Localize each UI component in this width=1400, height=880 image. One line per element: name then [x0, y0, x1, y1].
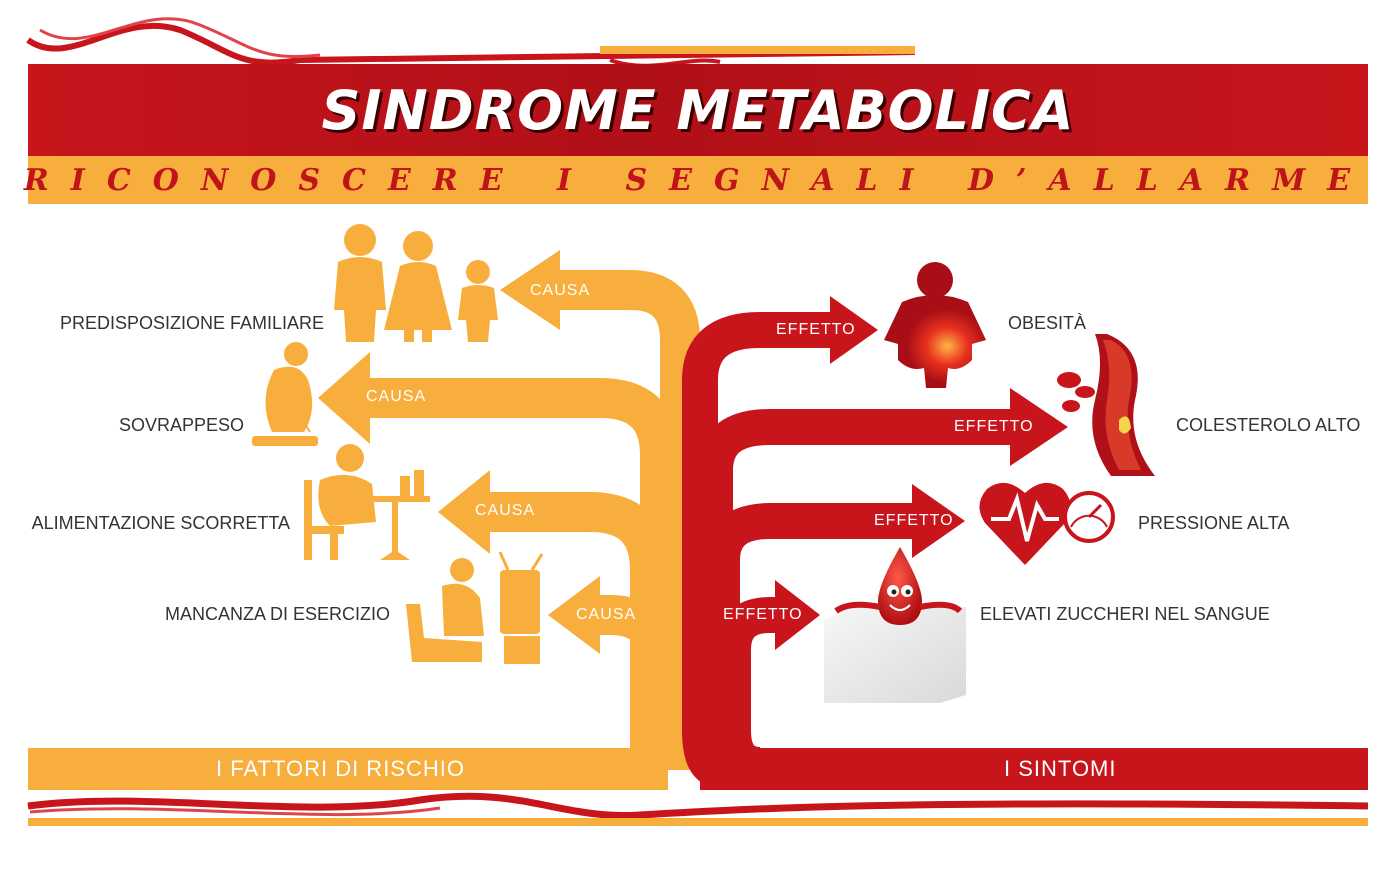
risk-factor-label-4: MANCANZA DI ESERCIZIO — [164, 604, 390, 624]
overweight-scale-icon — [252, 342, 318, 446]
junk-food-eating-icon — [304, 444, 430, 560]
artery-plaque-icon — [1057, 334, 1155, 476]
cause-arrow-label-3: CAUSA — [475, 502, 536, 519]
effect-arrow-label-1: EFFETTO — [776, 321, 856, 338]
sugar-cube-blood-drop-icon — [824, 547, 966, 703]
page-title: SINDROME METABOLICA — [321, 78, 1075, 142]
page-subtitle: RICONOSCERE I SEGNALI D’ALLARME — [23, 162, 1373, 198]
symptom-label-2: COLESTEROLO ALTO — [1176, 415, 1361, 435]
effect-arrow-label-4: EFFETTO — [723, 606, 803, 623]
effect-arrow-label-2: EFFETTO — [954, 418, 1034, 435]
risk-factors-band: I FATTORI DI RISCHIO — [28, 748, 668, 790]
risk-factor-label-1: PREDISPOSIZIONE FAMILIARE — [60, 313, 325, 333]
subtitle-banner: RICONOSCERE I SEGNALI D’ALLARME — [24, 156, 1368, 204]
risk-factors-heading: I FATTORI DI RISCHIO — [216, 756, 465, 781]
family-icon — [334, 224, 498, 342]
symptom-label-3: PRESSIONE ALTA — [1138, 513, 1290, 533]
cause-arrow-label-4: CAUSA — [576, 606, 637, 623]
symptoms-heading: I SINTOMI — [1004, 756, 1117, 781]
title-banner: SINDROME METABOLICA — [28, 64, 1368, 156]
risk-factor-label-3: ALIMENTAZIONE SCORRETTA — [31, 513, 290, 533]
symptom-label-1: OBESITÀ — [1008, 313, 1087, 333]
tv-couch-icon — [406, 552, 544, 664]
symptom-label-4: ELEVATI ZUCCHERI NEL SANGUE — [980, 604, 1270, 624]
heart-pressure-gauge-icon — [979, 482, 1115, 565]
symptoms-band: I SINTOMI — [700, 748, 1368, 790]
cause-arrow-label-1: CAUSA — [530, 282, 591, 299]
cause-arrow-label-2: CAUSA — [366, 388, 427, 405]
obese-body-icon — [884, 262, 986, 388]
effect-arrow-label-3: EFFETTO — [874, 512, 954, 529]
risk-factor-label-2: SOVRAPPESO — [118, 415, 244, 435]
